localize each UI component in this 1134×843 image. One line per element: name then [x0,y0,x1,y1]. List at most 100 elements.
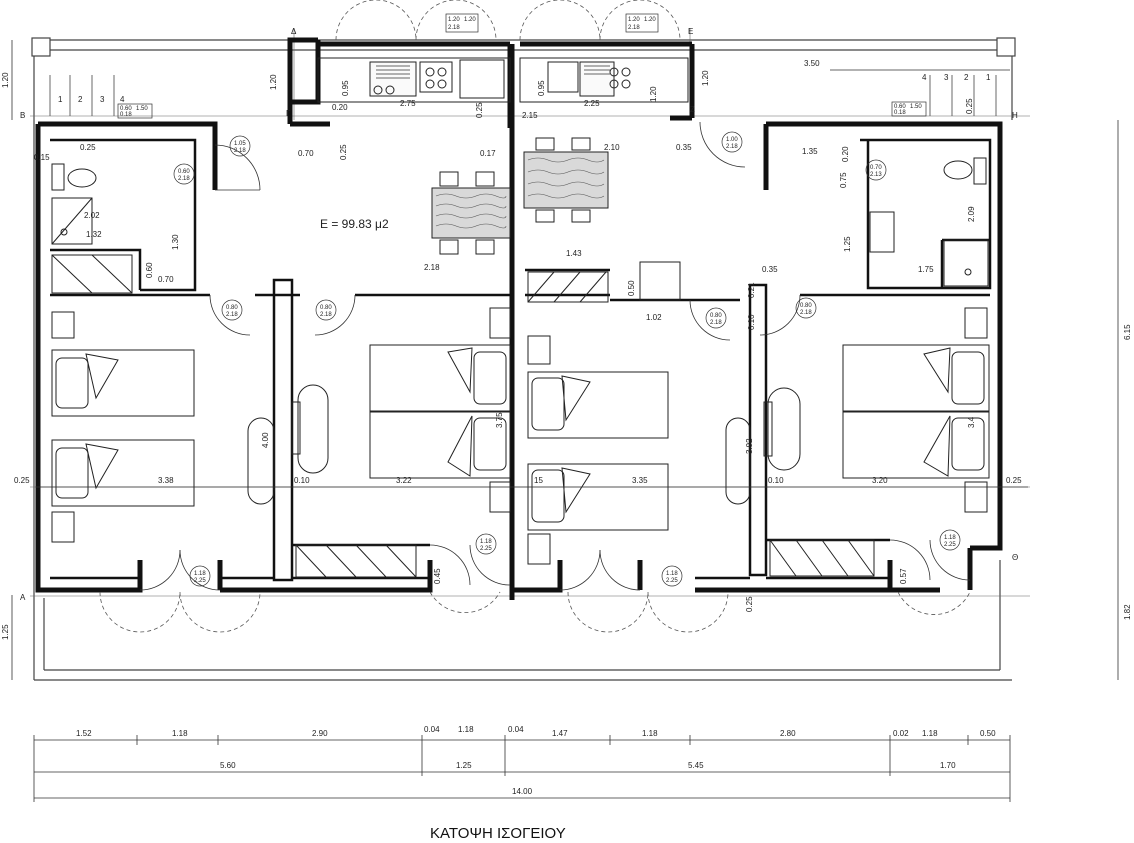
dim-label: 3.22 [396,476,412,485]
grid-letter: Δ [291,27,297,36]
exterior-walls [35,37,1003,600]
dim-label: 1.25 [843,236,852,252]
door-tags [173,131,961,587]
dim-label: 0.10 [768,476,784,485]
door-tag-height: 2.18 [234,148,246,154]
plan-title: ΚΑΤΟΨΗ ΙΣΟΓΕΙΟΥ [430,825,566,842]
dim-label: 3.50 [804,59,820,68]
dim-label: 1.02 [646,313,662,322]
dim-label: 2.10 [604,143,620,152]
dim-label: 1.25 [1,624,10,640]
dim-label: 0.04 [424,725,440,734]
area-label: E = 99.83 μ2 [320,217,389,231]
door-tag-width: 0.80 [710,313,722,319]
dim-label: 0.20 [332,103,348,112]
stair-number: 2 [78,95,83,104]
window-tag-value: 1.20 [448,17,460,23]
dim-label: 0.10 [294,476,310,485]
window-tag-value: 0.60 [894,104,906,110]
door-tag-width: 1.18 [480,539,492,545]
dim-label: 2.02 [84,211,100,220]
dim-label: 1.70 [940,761,956,770]
stair-number: 1 [986,73,991,82]
dim-label: 0.04 [508,725,524,734]
door-tag-height: 2.13 [870,172,882,178]
dim-label: 0.25 [1006,476,1022,485]
dim-label: 1.32 [86,230,102,239]
dim-label: 0.25 [339,144,348,160]
window-tag-value: 1.50 [910,104,922,110]
bath-fixtures [51,157,989,287]
dim-label: 2.80 [780,729,796,738]
door-tag-width: 1.05 [234,141,246,147]
dim-label: 1.20 [269,74,278,90]
dim-label: 5.45 [688,761,704,770]
window-tag-value: 0.18 [120,112,132,118]
grid-letter: H [1012,111,1018,120]
dim-label: 1.47 [552,729,568,738]
dim-label: 1.18 [642,729,658,738]
dim-label: 0.35 [676,143,692,152]
window-tag-value: 0.60 [120,106,132,112]
dim-label: 3.38 [158,476,174,485]
door-tag-height: 2.18 [726,144,738,150]
dim-label: 2.18 [424,263,440,272]
shutter-swings [99,0,971,633]
stair-numbers: 1 2 3 4 4 3 2 1 [58,73,991,104]
dim-label: 1.18 [922,729,938,738]
dim-label: 4.00 [261,432,270,448]
door-tag-height: 2.18 [320,312,332,318]
door-tag-height: 2.25 [666,578,678,584]
window-tag-value: 2.18 [448,25,460,31]
dim-label: 1.20 [1,72,10,88]
dim-label: 1.20 [701,70,710,86]
window-tag-value: 1.20 [464,17,476,23]
dim-label: 1.52 [76,729,92,738]
dim-label: 0.15 [34,153,50,162]
dim-label: 0.25 [475,102,484,118]
dim-label: 0.20 [841,146,850,162]
door-tag-height: 2.18 [226,312,238,318]
dim-label: 0.60 [145,262,154,278]
interior-dimensions: 1.20 0.95 2.75 0.95 2.25 1.20 3.50 1.20 … [14,59,1022,612]
dim-label: 0.95 [537,80,546,96]
window-tag-value: 1.20 [644,17,656,23]
dim-label: 0.25 [745,596,754,612]
door-tag-width: 1.00 [726,137,738,143]
dim-label: 3.20 [872,476,888,485]
bottom-dimensions: 1.52 1.18 2.90 0.04 1.18 0.04 1.47 1.18 … [76,725,996,796]
dim-label: 6.15 [1123,324,1132,340]
dim-label: 0.70 [158,275,174,284]
door-tag-text: 1.05 2.18 0.60 2.18 0.80 2.18 0.80 2.18 … [178,137,956,584]
side-dimensions: 1.20 1.25 6.15 1.82 [1,72,1132,640]
grid-letter: Z [690,105,695,114]
stair-number: 1 [58,95,63,104]
window-tag-value: 1.20 [628,17,640,23]
dim-label: 0.45 [433,568,442,584]
door-swings [139,121,971,591]
dim-label: 1.30 [171,234,180,250]
dim-label: 3.35 [632,476,648,485]
dim-label: 3.92 [745,438,754,454]
dining-tables [431,137,681,301]
dim-label: 2.09 [967,206,976,222]
dim-label: 2.75 [400,99,416,108]
door-tag-width: 0.80 [800,303,812,309]
dim-label: 1.25 [456,761,472,770]
window-tags [117,13,927,119]
door-tag-height: 2.18 [710,320,722,326]
dim-label: 15 [534,476,543,485]
dim-label: 0.25 [80,143,96,152]
grid-letter: A [20,593,26,602]
dim-label: 0.57 [899,568,908,584]
door-tag-width: 0.70 [870,165,882,171]
door-tag-width: 0.80 [226,305,238,311]
dim-label: 0.70 [298,149,314,158]
dim-label: 1.18 [458,725,474,734]
door-tag-width: 0.80 [320,305,332,311]
dim-label: 1.75 [918,265,934,274]
stair-number: 2 [964,73,969,82]
dim-label: 0.21 [747,282,756,298]
window-tag-value: 1.50 [136,106,148,112]
kitchen-counters [317,57,689,103]
